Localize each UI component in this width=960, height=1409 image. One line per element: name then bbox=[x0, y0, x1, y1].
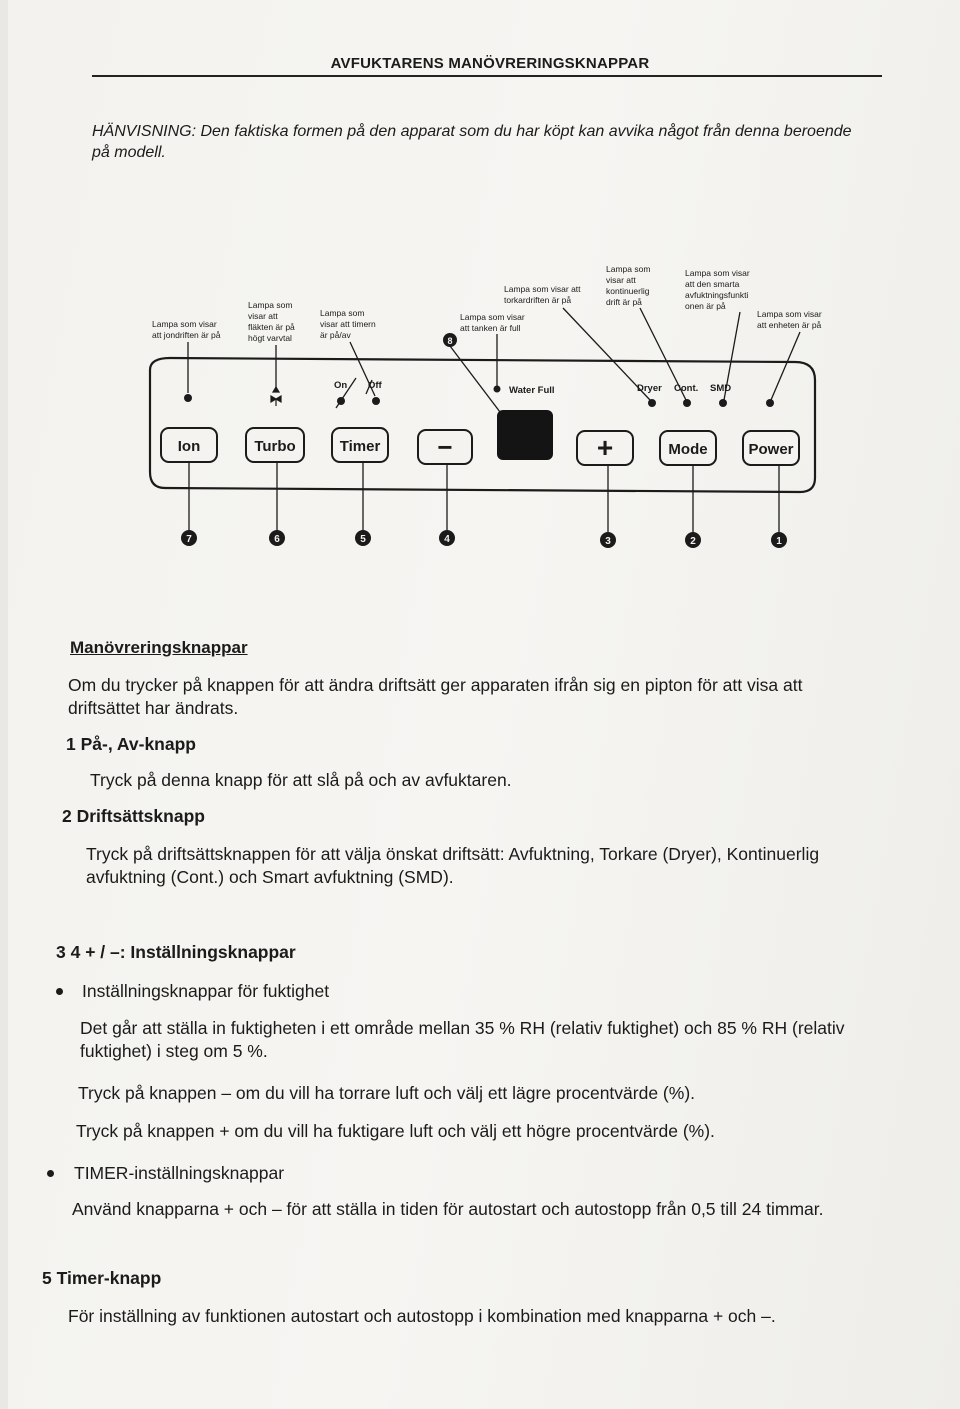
page-title: AVFUKTARENS MANÖVRERINGSKNAPPAR bbox=[330, 55, 650, 72]
title-rule bbox=[92, 75, 882, 77]
dryer-label: Dryer bbox=[637, 383, 662, 394]
power-lamp bbox=[766, 399, 774, 407]
callout-power: Lampa som visar att enheten är på bbox=[757, 309, 824, 330]
marker-8: 8 bbox=[447, 336, 452, 346]
timer-button[interactable] bbox=[331, 427, 389, 463]
callout-smd: Lampa som visar att den smarta avfuktnin… bbox=[685, 268, 752, 311]
smd-lamp bbox=[719, 399, 727, 407]
document-page bbox=[8, 0, 960, 1409]
power-button-label: Power bbox=[748, 441, 793, 458]
control-panel-diagram: Lampa som visar att jondriften är på Lam… bbox=[148, 264, 824, 548]
bullet2-p1: Använd knapparna + och – för att ställa … bbox=[72, 1199, 824, 1219]
marker-4: 4 bbox=[444, 534, 450, 545]
bullet2-title: TIMER-inställningsknappar bbox=[74, 1163, 285, 1183]
callout-cont: Lampa som visar att kontinuerlig drift ä… bbox=[606, 264, 653, 307]
model-note: HÄNVISNING: Den faktiska formen på den a… bbox=[92, 123, 852, 161]
ion-lamp bbox=[184, 394, 192, 402]
bullet1-p1: Det går att ställa in fuktigheten i ett … bbox=[80, 1018, 845, 1061]
timer-button-label: Timer bbox=[340, 438, 381, 455]
smd-label: SMD bbox=[710, 383, 731, 394]
marker-3: 3 bbox=[605, 536, 611, 547]
callout-timer: Lampa som visar att timern är på/av bbox=[320, 308, 378, 340]
ion-button-label: Ion bbox=[178, 438, 201, 455]
minus-button[interactable] bbox=[417, 429, 473, 465]
marker-2: 2 bbox=[690, 536, 696, 547]
plus-button-label: + bbox=[597, 432, 613, 463]
item5-heading: 5 Timer-knapp bbox=[42, 1268, 162, 1288]
callout-tank: Lampa som visar att tanken är full bbox=[460, 312, 527, 333]
water-full-label: Water Full bbox=[509, 385, 555, 396]
bullet1-p3: Tryck på knappen + om du vill ha fuktiga… bbox=[76, 1121, 715, 1141]
bullet1-title: Inställningsknappar för fuktighet bbox=[82, 981, 330, 1001]
bullet-dot bbox=[56, 988, 63, 995]
tank-full-lamp bbox=[493, 385, 501, 393]
intro-paragraph: Om du trycker på knappen för att ändra d… bbox=[68, 675, 803, 718]
marker-6: 6 bbox=[274, 534, 280, 545]
item2-heading: 2 Driftsättsknapp bbox=[62, 806, 205, 826]
item2-text: Tryck på driftsättsknappen för att välja… bbox=[86, 844, 820, 887]
section-title: Manövreringsknappar bbox=[70, 638, 248, 657]
bullet1-p2: Tryck på knappen – om du vill ha torrare… bbox=[78, 1083, 696, 1103]
fan-icon bbox=[270, 385, 282, 406]
callout-turbo: Lampa som visar att fläkten är på högt v… bbox=[248, 300, 297, 343]
cont-lamp bbox=[683, 399, 691, 407]
item5-text: För inställning av funktionen autostart … bbox=[68, 1306, 776, 1326]
marker-7: 7 bbox=[186, 534, 192, 545]
cont-label: Cont. bbox=[674, 383, 698, 394]
timer-off-lamp bbox=[372, 397, 380, 405]
mode-button-label: Mode bbox=[668, 441, 707, 458]
callout-dryer: Lampa som visar att torkardriften är på bbox=[504, 284, 583, 305]
minus-button-label: − bbox=[437, 432, 452, 462]
ion-button[interactable] bbox=[160, 427, 218, 463]
panel-outline bbox=[148, 356, 817, 494]
power-button[interactable] bbox=[742, 430, 800, 466]
display-screen bbox=[497, 410, 553, 460]
bullet-dot bbox=[47, 1170, 54, 1177]
off-label: Off bbox=[368, 380, 383, 391]
item1-heading: 1 På-, Av-knapp bbox=[66, 734, 196, 754]
item1-text: Tryck på denna knapp för att slå på och … bbox=[90, 770, 512, 790]
callout-ion: Lampa som visar att jondriften är på bbox=[152, 319, 221, 340]
turbo-button-label: Turbo bbox=[254, 438, 295, 455]
item34-heading: 3 4 + / –: Inställningsknappar bbox=[56, 942, 296, 962]
turbo-button[interactable] bbox=[245, 427, 305, 463]
mode-button[interactable] bbox=[659, 430, 717, 466]
marker-5: 5 bbox=[360, 534, 366, 545]
dryer-lamp bbox=[648, 399, 656, 407]
plus-button[interactable] bbox=[576, 430, 634, 466]
marker-1: 1 bbox=[776, 536, 782, 547]
on-label: On bbox=[334, 380, 347, 391]
